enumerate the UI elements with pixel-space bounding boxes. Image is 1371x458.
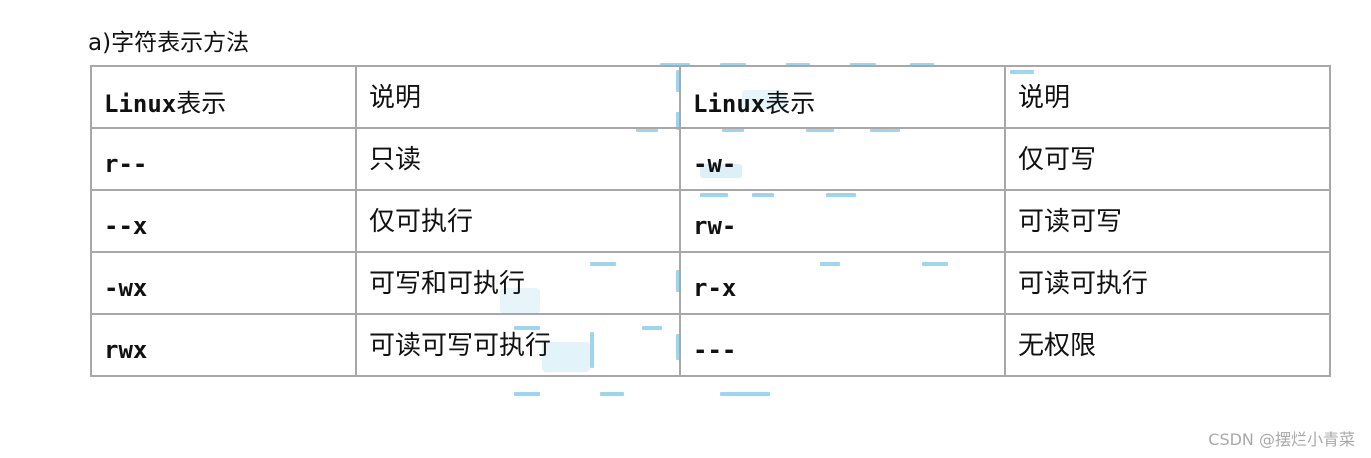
perm-desc-cell: 只读 [355, 127, 681, 191]
table-row: -wx 可写和可执行 r-x 可读可执行 [90, 251, 1331, 315]
header-desc-right: 说明 [1004, 65, 1331, 129]
section-heading: a)字符表示方法 [88, 30, 250, 56]
table-row: rwx 可读可写可执行 --- 无权限 [90, 313, 1331, 377]
perm-desc-cell: 无权限 [1004, 313, 1331, 377]
perm-code-cell: rw- [679, 189, 1006, 253]
perm-desc-cell: 可写和可执行 [355, 251, 681, 315]
perm-desc-cell: 可读可写 [1004, 189, 1331, 253]
perm-code-cell: r-- [90, 127, 357, 191]
perm-desc-cell: 可读可写可执行 [355, 313, 681, 377]
header-code-suffix: 表示 [765, 89, 816, 118]
header-code-label: Linux [693, 90, 766, 118]
table-row: --x 仅可执行 rw- 可读可写 [90, 189, 1331, 253]
csdn-watermark: CSDN @摆烂小青菜 [1208, 430, 1355, 449]
header-code-label: Linux [104, 90, 177, 118]
header-linux-repr-left: Linux表示 [90, 65, 357, 129]
header-code-suffix: 表示 [176, 89, 227, 118]
perm-desc-cell: 仅可写 [1004, 127, 1331, 191]
perm-code-cell: rwx [90, 313, 357, 377]
perm-desc-cell: 可读可执行 [1004, 251, 1331, 315]
perm-code-cell: --- [679, 313, 1006, 377]
table-header-row: Linux表示 说明 Linux表示 说明 [90, 65, 1331, 129]
permission-table: Linux表示 说明 Linux表示 说明 r-- 只读 -w- 仅可写 --x… [90, 65, 1331, 377]
table-row: r-- 只读 -w- 仅可写 [90, 127, 1331, 191]
header-desc-left: 说明 [355, 65, 681, 129]
perm-code-cell: r-x [679, 251, 1006, 315]
header-linux-repr-right: Linux表示 [679, 65, 1006, 129]
perm-desc-cell: 仅可执行 [355, 189, 681, 253]
perm-code-cell: -w- [679, 127, 1006, 191]
perm-code-cell: -wx [90, 251, 357, 315]
perm-code-cell: --x [90, 189, 357, 253]
